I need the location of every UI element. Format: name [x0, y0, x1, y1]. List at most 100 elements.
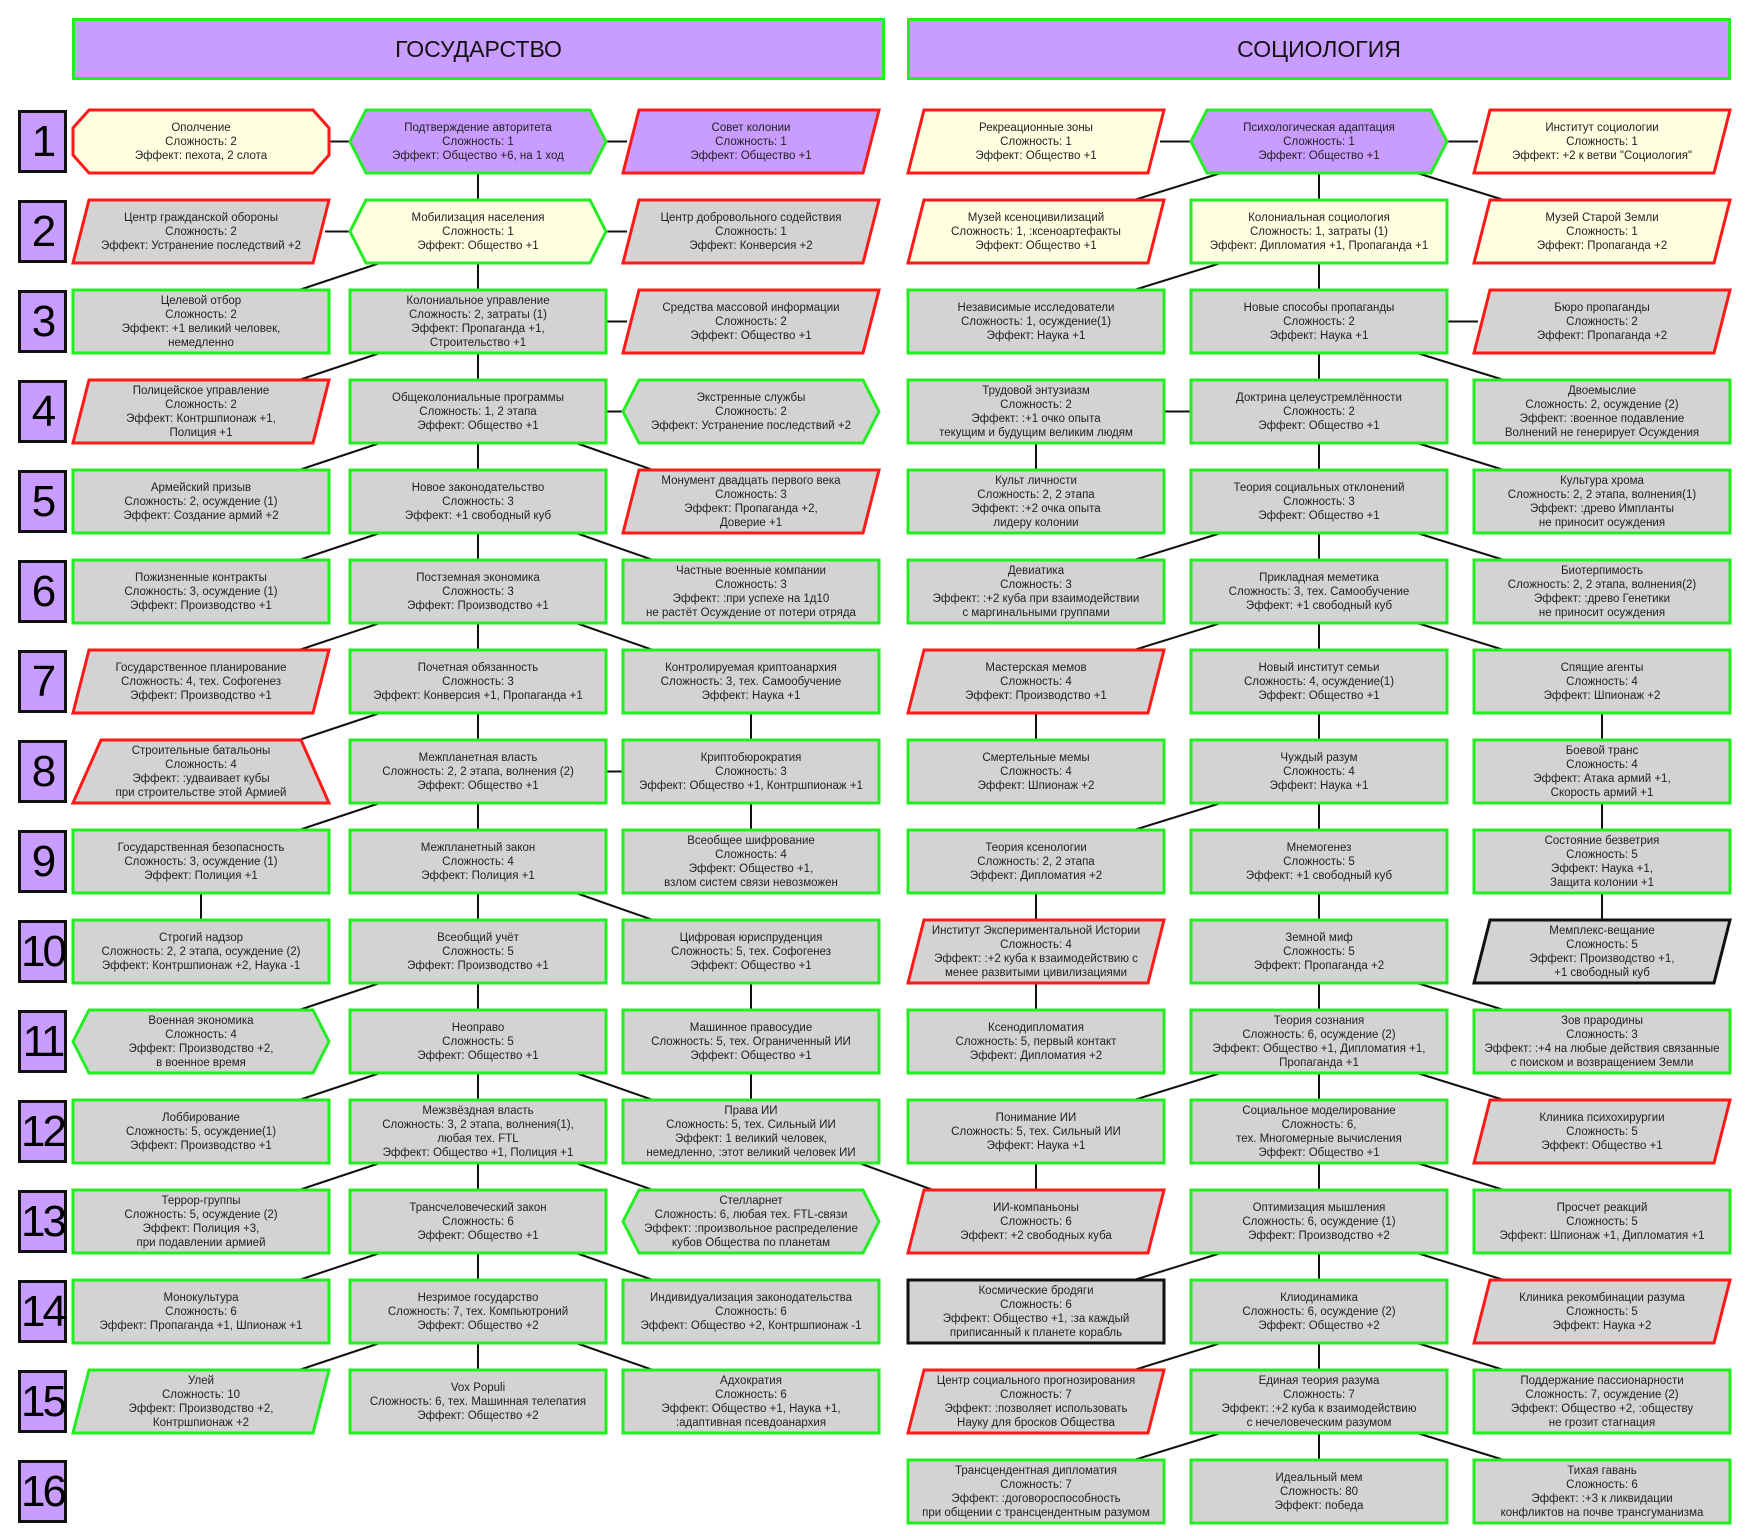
node-detail: при общении с трансцендентным разумом — [922, 1506, 1150, 1519]
node-title: Независимые исследователи — [957, 301, 1115, 314]
node-detail: Сложность: 1, :ксеноартефакты — [951, 225, 1121, 238]
node-title: ИИ-компаньоны — [993, 1201, 1079, 1214]
connector-diagonal — [575, 1252, 654, 1281]
node-title: Всеобщее шифрование — [687, 834, 815, 847]
